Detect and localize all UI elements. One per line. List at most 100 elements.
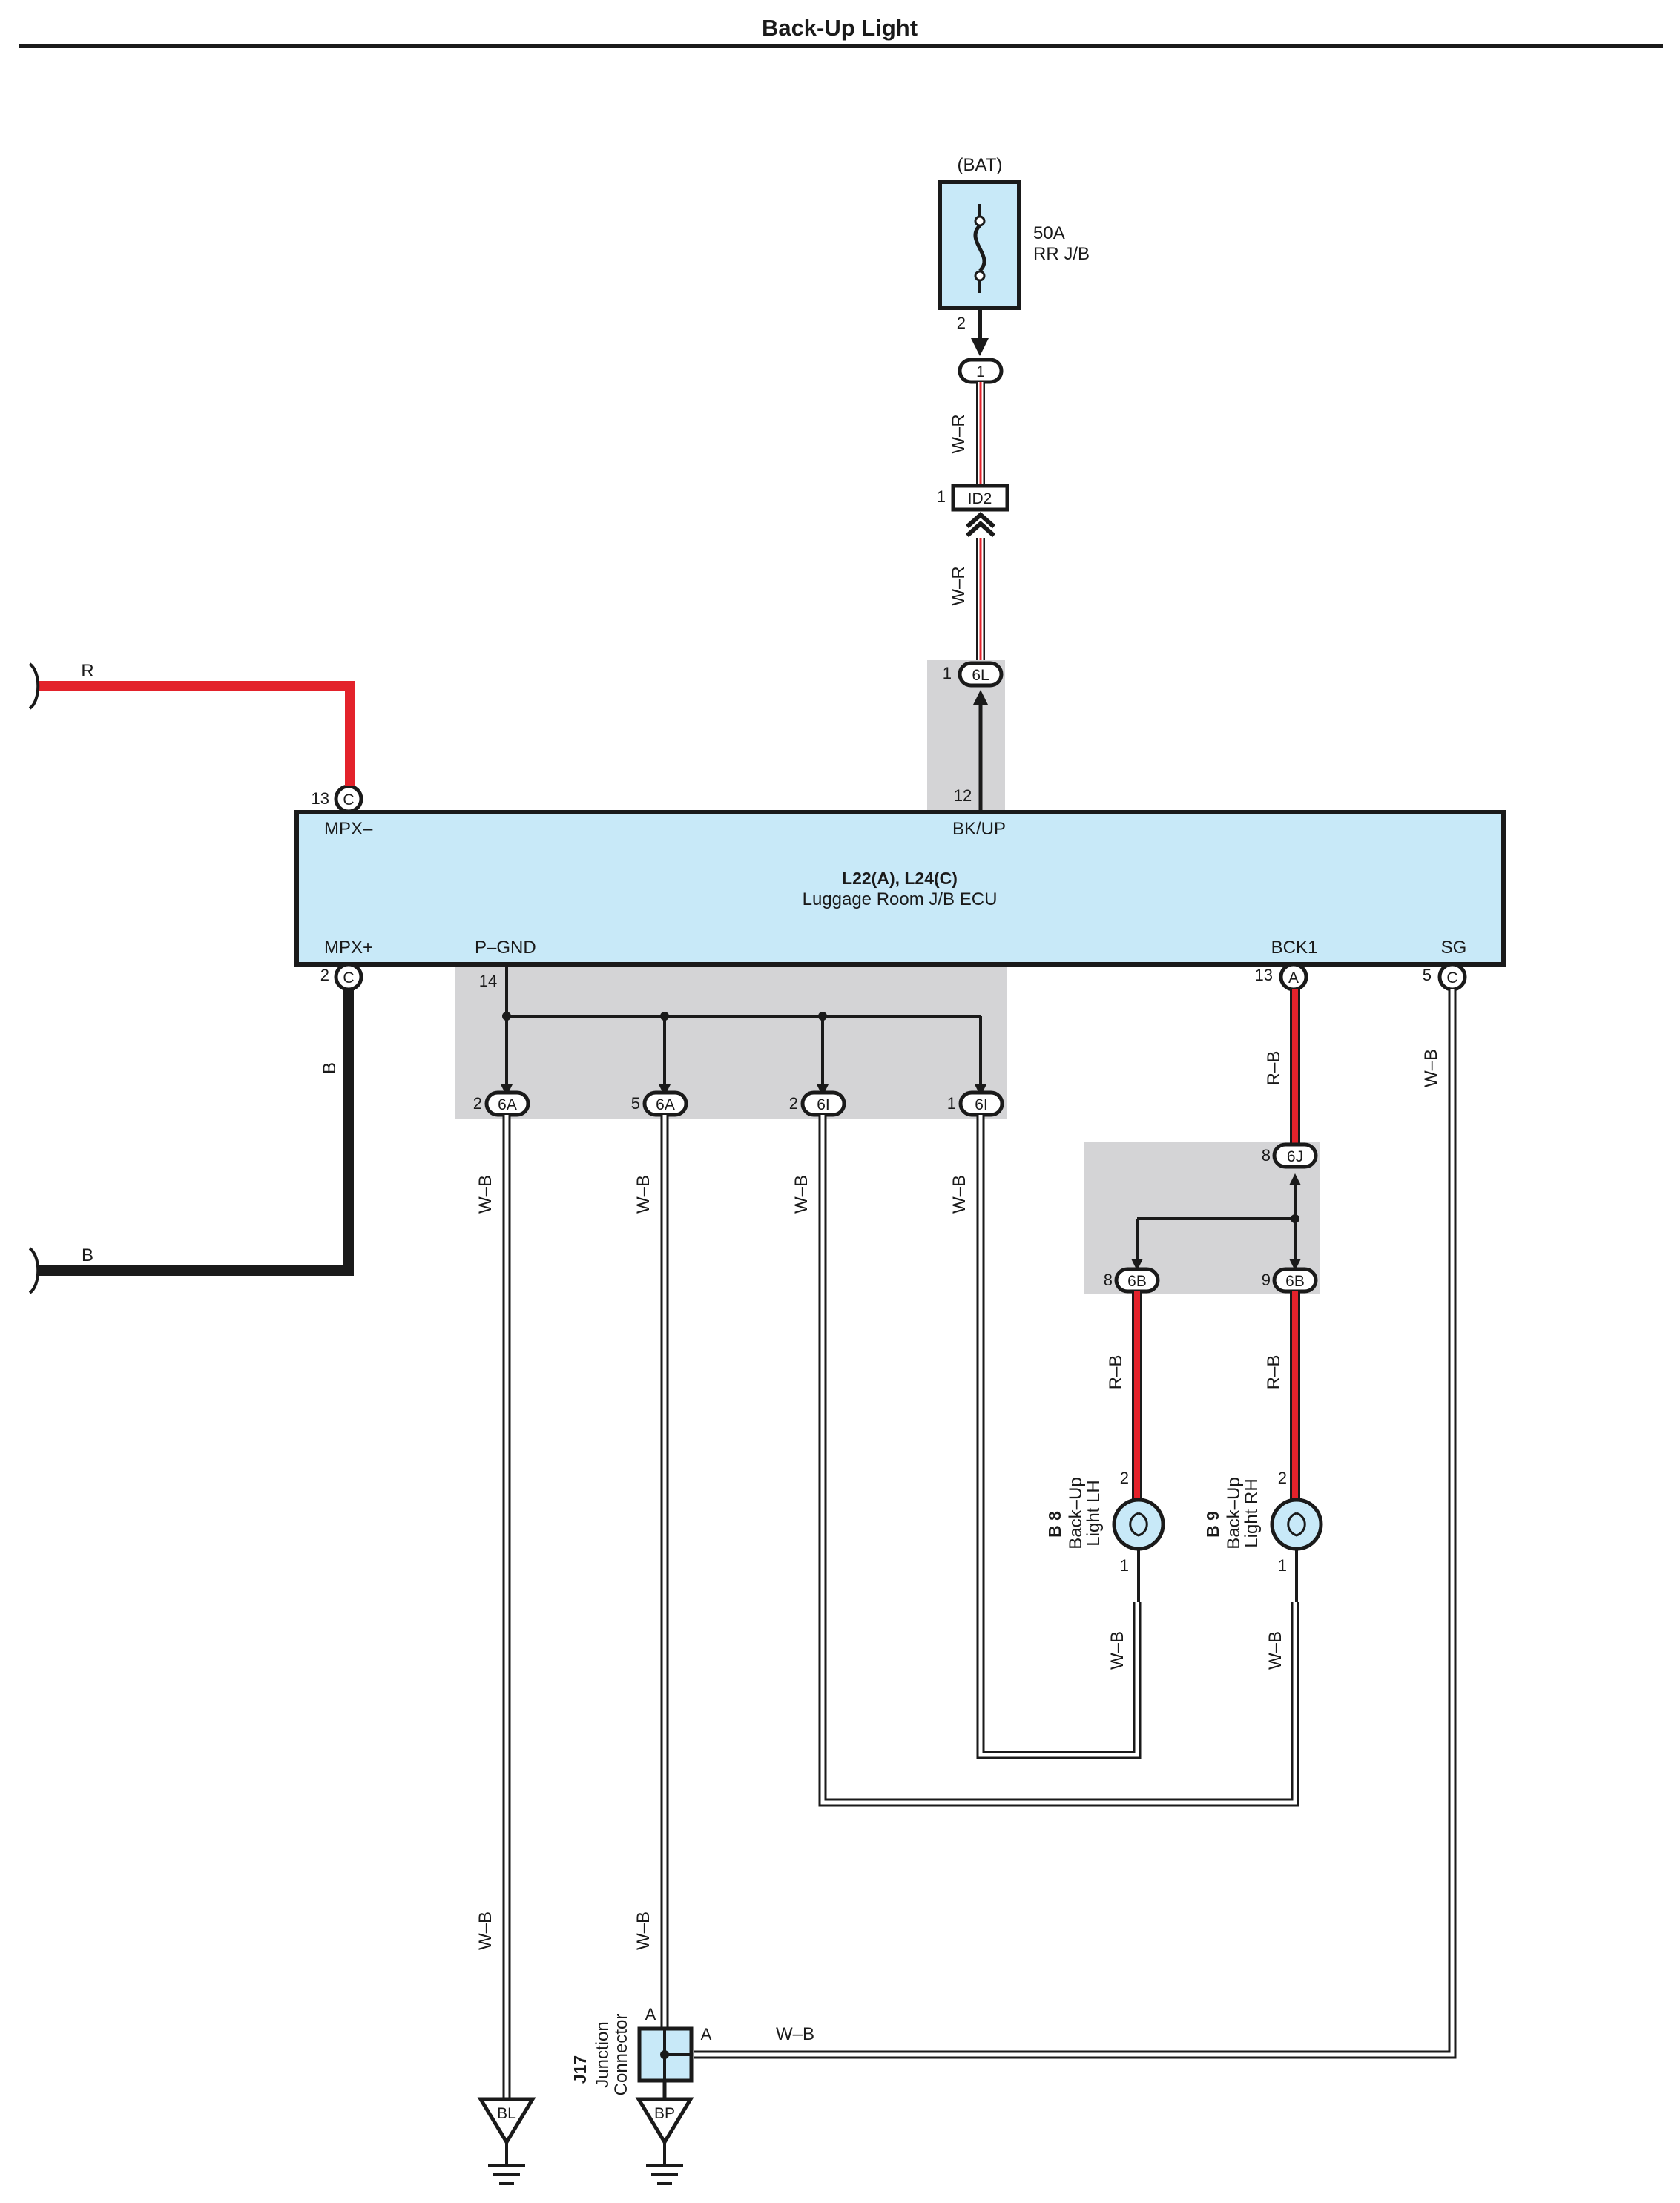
connector-6i-2-pin: 1: [947, 1094, 956, 1113]
connector-6a-2-label: 6A: [656, 1096, 675, 1113]
light-lh-pin-top: 2: [1120, 1469, 1129, 1487]
ecu-pin-bck1-num: 13: [1255, 966, 1273, 984]
light-lh-pin-bot: 1: [1120, 1556, 1129, 1575]
connector-6b-2-pin: 9: [1262, 1271, 1271, 1289]
connector-6l-label: 6L: [972, 667, 989, 684]
ecu-pin-mpx-minus-num: 13: [312, 789, 329, 808]
connector-6l: [958, 661, 1004, 688]
wire-w-r-2-label: W–R: [949, 566, 969, 605]
light-rh-pin-top: 2: [1278, 1469, 1287, 1487]
connector-6a-1-pin: 2: [473, 1094, 482, 1113]
ground-icon: [646, 2142, 683, 2185]
fuse-location: RR J/B: [1033, 244, 1090, 264]
ecu-title: L22(A), L24(C): [842, 869, 958, 888]
connector-id2: [951, 484, 1009, 512]
wire-w-b-sg-label: W–B: [1421, 1049, 1441, 1087]
wire-w-b-4-label: W–B: [949, 1175, 969, 1214]
fuse-icon: [973, 204, 986, 293]
wire-r: [39, 681, 355, 786]
j17-code: J17: [570, 2055, 590, 2084]
connector-6i-1-label: 6I: [817, 1096, 830, 1113]
wire-w-b-2-label: W–B: [633, 1175, 653, 1214]
ecu-pin-pgnd-label: P–GND: [475, 938, 536, 958]
connector-6b-2-label: 6B: [1285, 1273, 1305, 1290]
ecu-pin-bkup-label: BK/UP: [952, 819, 1006, 839]
wire-w-b-j17-label: W–B: [776, 2024, 814, 2044]
ecu-pin-sg-conn-label: C: [1446, 969, 1457, 987]
light-rh-line1: Back–Up: [1224, 1477, 1244, 1549]
wire-w-b-6i-1: [818, 1115, 1299, 1807]
connector-6j-pin: 8: [1262, 1146, 1271, 1165]
bck1-junction: [1131, 1173, 1301, 1271]
wire-b: [39, 989, 354, 1276]
pgnd-splice-3: [818, 1012, 827, 1021]
ground-bp-label: BP: [654, 2105, 675, 2122]
wire-b-vert-label: B: [320, 1062, 340, 1074]
wire-b-left-label: B: [82, 1245, 93, 1265]
ecu-pin-bck1-conn-label: A: [1288, 969, 1299, 987]
wire-r-label: R: [81, 661, 93, 681]
wire-r-b-2-label: R–B: [1106, 1355, 1126, 1390]
connector-6j: [1272, 1142, 1318, 1169]
connector-6b-1-label: 6B: [1127, 1273, 1147, 1290]
ecu-pin-mpx-minus-conn-label: C: [343, 791, 354, 809]
back-up-light-lh: 2 1 B 8 Back–Up Light LH: [1045, 1469, 1165, 1575]
wire-r-b-1-label: R–B: [1264, 1051, 1284, 1086]
ecu-pin-mpx-minus-label: MPX–: [324, 819, 373, 839]
ecu-pin-bkup-num: 12: [954, 786, 972, 805]
bck1-splice: [1291, 1214, 1299, 1223]
wire-w-b-6-label: W–B: [1265, 1631, 1285, 1670]
connector-id2-chevron: [966, 511, 995, 538]
wire-w-b-8-label: W–B: [633, 1911, 653, 1950]
junction-shade-6a-6i: [455, 964, 1007, 1119]
pgnd-splice-2: [660, 1012, 669, 1021]
connector-6a-2-pin: 5: [631, 1094, 640, 1113]
connector-6i-1-pin: 2: [789, 1094, 798, 1113]
ground-bp: BP: [635, 2097, 694, 2185]
j17-line2: Connector: [611, 2014, 631, 2096]
connector-6a-1-label: 6A: [498, 1096, 517, 1113]
pgnd-splice-1: [502, 1012, 511, 1021]
connector-6b-1-pin: 8: [1104, 1271, 1113, 1289]
pgnd-junction: [501, 964, 986, 1096]
ecu-pin-mpx-plus-num: 2: [320, 966, 329, 984]
fuse-rating: 50A: [1033, 223, 1065, 243]
ground-icon: [488, 2142, 525, 2185]
bulb-icon: [1270, 1498, 1323, 1551]
j17-pin-top: A: [645, 2005, 656, 2023]
fuse-source-label: (BAT): [958, 155, 1003, 175]
j17-pin-right: A: [701, 2025, 712, 2044]
light-lh-line1: Back–Up: [1066, 1477, 1086, 1549]
connector-6l-pin: 1: [943, 664, 952, 682]
ecu-pin-mpx-plus-label: MPX+: [324, 938, 373, 958]
ecu-pin-sg-label: SG: [1441, 938, 1467, 958]
bulb-icon: [1112, 1498, 1165, 1551]
connector-id2-label: ID2: [968, 490, 992, 507]
wire-r-b-3-label: R–B: [1264, 1355, 1284, 1390]
light-rh-pin-bot: 1: [1278, 1556, 1287, 1575]
wire-w-b-sg: [694, 989, 1457, 2059]
light-lh-code: B 8: [1045, 1511, 1064, 1538]
wire-w-b-1-label: W–B: [475, 1175, 495, 1214]
ground-bl: BL: [477, 2097, 536, 2185]
ecu-pin-mpx-plus-conn-label: C: [343, 969, 354, 987]
ground-bl-label: BL: [497, 2105, 516, 2122]
fuse-box: [938, 180, 1021, 310]
connector-1-label: 1: [976, 363, 985, 381]
wire-w-b-7-label: W–B: [475, 1911, 495, 1950]
light-rh-line2: Light RH: [1242, 1478, 1262, 1547]
fuse-out-pin: 2: [957, 314, 966, 332]
wire-w-b-3-label: W–B: [791, 1175, 811, 1214]
ecu-box: [294, 810, 1506, 967]
ecu-name: Luggage Room J/B ECU: [803, 889, 998, 909]
connector-id2-pin: 1: [937, 487, 946, 506]
light-lh-line2: Light LH: [1084, 1480, 1104, 1546]
j17-line1: Junction: [593, 2021, 613, 2087]
connector-6i-2-label: 6I: [975, 1096, 988, 1113]
wire-w-b-5-label: W–B: [1107, 1631, 1127, 1670]
wire-b-break-icon: [28, 1247, 40, 1294]
page-title: Back-Up Light: [762, 15, 918, 41]
wire-w-b-6i-2: [976, 1115, 1142, 1759]
ecu-pin-sg-num: 5: [1423, 966, 1432, 984]
ecu-pin-bck1-label: BCK1: [1271, 938, 1318, 958]
